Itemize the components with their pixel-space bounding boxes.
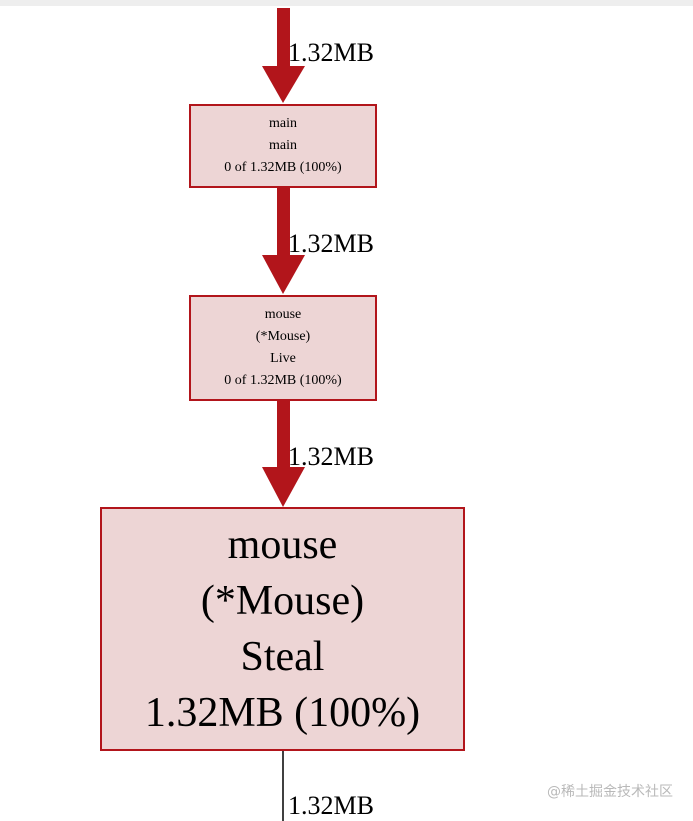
edge-label-main-to-mouse-live: 1.32MB bbox=[288, 229, 374, 258]
edge-arrowhead-mouse-live-to-mouse-steal bbox=[262, 467, 305, 507]
edge-label-into-main: 1.32MB bbox=[288, 38, 374, 67]
edge-label-out-of-mouse-steal: 1.32MB bbox=[288, 791, 374, 820]
edge-label-mouse-live-to-mouse-steal: 1.32MB bbox=[288, 442, 374, 471]
watermark-text: @稀土掘金技术社区 bbox=[547, 784, 673, 800]
node-mouse-steal-package: mouse bbox=[227, 522, 338, 568]
node-mouse-steal-receiver: (*Mouse) bbox=[200, 578, 365, 624]
node-mouse-steal-value: 1.32MB (100%) bbox=[144, 690, 421, 736]
node-main-package: main bbox=[269, 138, 297, 153]
node-main[interactable]: main main 0 of 1.32MB (100%) bbox=[189, 104, 377, 188]
node-mouse-live-method: Live bbox=[270, 351, 296, 366]
node-mouse-steal[interactable]: mouse (*Mouse) Steal 1.32MB (100%) bbox=[100, 507, 465, 751]
edge-arrowhead-into-main bbox=[262, 66, 305, 103]
top-scroll-edge bbox=[0, 0, 693, 6]
edge-arrowhead-main-to-mouse-live bbox=[262, 255, 305, 294]
node-mouse-live-receiver: (*Mouse) bbox=[255, 329, 311, 344]
node-mouse-live-package: mouse bbox=[264, 307, 302, 322]
edge-line-main-to-mouse-live bbox=[277, 188, 290, 258]
edge-line-mouse-live-to-mouse-steal bbox=[277, 400, 290, 470]
node-mouse-live[interactable]: mouse (*Mouse) Live 0 of 1.32MB (100%) bbox=[189, 295, 377, 401]
node-mouse-steal-method: Steal bbox=[240, 634, 325, 680]
node-main-value: 0 of 1.32MB (100%) bbox=[224, 160, 342, 175]
node-mouse-live-value: 0 of 1.32MB (100%) bbox=[224, 373, 342, 388]
edge-line-into-main bbox=[277, 8, 290, 70]
node-main-function: main bbox=[269, 116, 297, 131]
